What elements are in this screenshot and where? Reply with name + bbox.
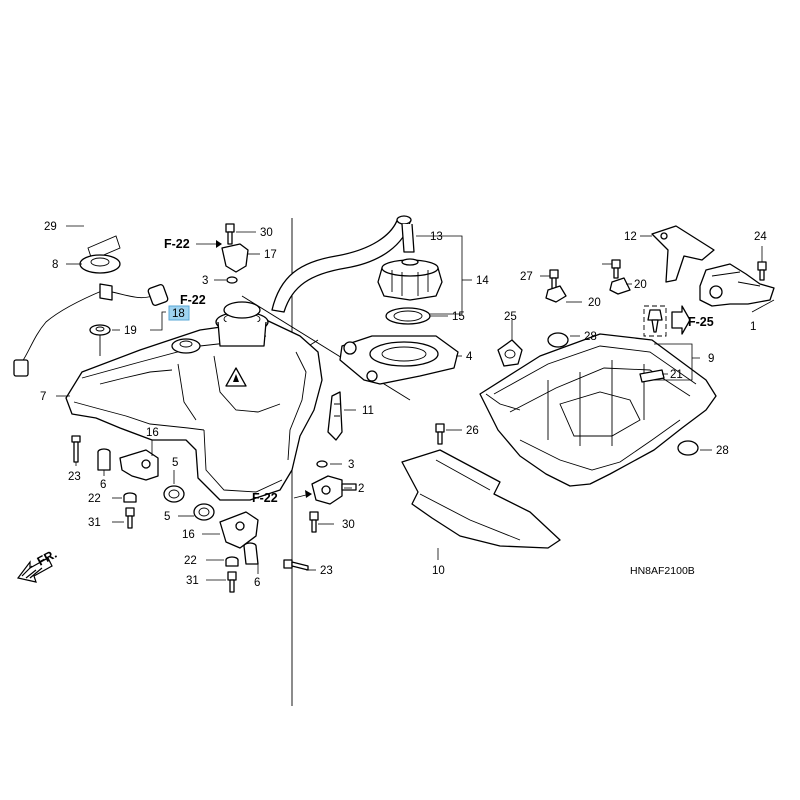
callout-6: 6 — [100, 479, 106, 491]
ref-f25: F-25 — [688, 315, 714, 329]
callout-9: 9 — [708, 353, 714, 365]
callout-19: 19 — [124, 325, 137, 337]
reference-labels: F-22 F-22 F-22 F-25 — [164, 237, 714, 505]
callout-11: 11 — [362, 405, 374, 417]
callout-20: 20 — [634, 279, 647, 291]
callout-3: 3 — [348, 459, 354, 471]
callout-22: 22 — [88, 493, 101, 505]
callout-13: 13 — [430, 231, 443, 243]
callout-2: 2 — [358, 483, 364, 495]
lower-mount-hardware — [193, 503, 309, 593]
callout-3: 3 — [202, 275, 208, 287]
bracket-11 — [327, 391, 343, 441]
callout-30: 30 — [260, 227, 273, 239]
fuel-gauge-sender — [13, 254, 169, 377]
clip-parts — [435, 259, 699, 456]
callout-28: 28 — [716, 445, 729, 457]
floor-mat — [401, 449, 561, 549]
callout-31: 31 — [186, 575, 199, 587]
callout-14: 14 — [476, 275, 489, 287]
callout-23: 23 — [320, 565, 333, 577]
bracket-12 — [651, 225, 715, 283]
callout-23: 23 — [68, 471, 81, 483]
callouts: 29 30 8 17 3 13 14 12 24 27 20 20 18 19 … — [40, 221, 767, 589]
callout-1: 1 — [750, 321, 756, 333]
callout-31: 31 — [88, 517, 101, 529]
callout-21: 21 — [670, 369, 683, 381]
callout-24: 24 — [754, 231, 767, 243]
callout-highlight — [168, 305, 190, 321]
callout-29: 29 — [44, 221, 57, 233]
ref-f22-cock: F-22 — [252, 491, 278, 505]
callout-10: 10 — [432, 565, 445, 577]
callout-27: 27 — [520, 271, 533, 283]
switch-assembly — [699, 261, 775, 307]
f22-arrows — [196, 240, 312, 499]
ref-f22-tank: F-22 — [180, 293, 206, 307]
carrier-frame — [479, 333, 717, 487]
callout-16: 16 — [146, 427, 159, 439]
callout-7: 7 — [40, 391, 46, 403]
breather-hose — [271, 215, 415, 313]
callout-12: 12 — [624, 231, 637, 243]
front-direction-arrow: FR. — [16, 547, 59, 583]
fuel-tank — [65, 301, 323, 501]
callout-8: 8 — [52, 259, 58, 271]
ref-f22-top: F-22 — [164, 237, 190, 251]
callout-4: 4 — [466, 351, 473, 363]
callout-20: 20 — [588, 297, 601, 309]
callout-22: 22 — [184, 555, 197, 567]
callout-28: 28 — [584, 331, 597, 343]
callout-26: 26 — [466, 425, 479, 437]
filler-tray — [339, 335, 459, 385]
callout-15: 15 — [452, 311, 465, 323]
callout-17: 17 — [264, 249, 277, 261]
callout-5: 5 — [172, 457, 178, 469]
callout-16: 16 — [182, 529, 195, 541]
left-mount-hardware — [71, 435, 185, 529]
callout-18: 18 — [172, 308, 185, 320]
diagram-code: HN8AF2100B — [630, 565, 695, 577]
callout-25: 25 — [504, 311, 517, 323]
callout-6: 6 — [254, 577, 260, 589]
leader-lines — [56, 225, 775, 581]
fuel-cock — [309, 460, 357, 533]
bracket-17 — [221, 223, 249, 284]
f25-reference — [643, 305, 691, 337]
callout-30: 30 — [342, 519, 355, 531]
callout-5: 5 — [164, 511, 170, 523]
